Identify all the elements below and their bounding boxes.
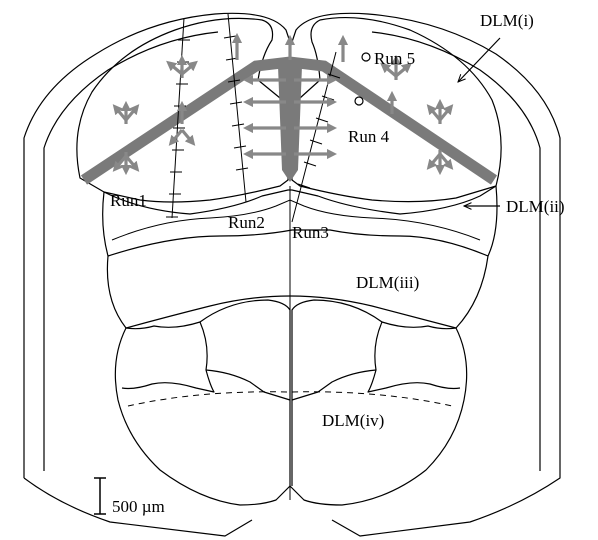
scale-bar: [94, 478, 106, 514]
run1-label: Run1: [110, 191, 147, 210]
dlm-ii-label: DLM(ii): [506, 197, 565, 216]
left-central-lobe: [200, 300, 290, 486]
dlm-i-label: DLM(i): [480, 11, 534, 30]
central-divider-lobe: [206, 370, 376, 400]
run5-marker: [362, 53, 370, 61]
run3-label: Run3: [292, 223, 329, 242]
dlm-iv-label: DLM(iv): [322, 411, 384, 430]
run4-label: Run 4: [348, 127, 390, 146]
dlm-iv-region: [115, 328, 466, 505]
dlm-iii-label: DLM(iii): [356, 273, 419, 292]
right-central-lobe: [292, 300, 382, 486]
dlm-iii-region: [107, 256, 488, 328]
right-lateral-lobe: [368, 322, 460, 392]
run4-marker: [355, 97, 363, 105]
left-lateral-lobe: [122, 322, 214, 392]
central-fiber-stem: [278, 66, 302, 182]
run5-label: Run 5: [374, 49, 415, 68]
run2-label: Run2: [228, 213, 265, 232]
dlm-ii-region: [103, 186, 497, 256]
scale-bar-label: 500 µm: [112, 497, 165, 516]
